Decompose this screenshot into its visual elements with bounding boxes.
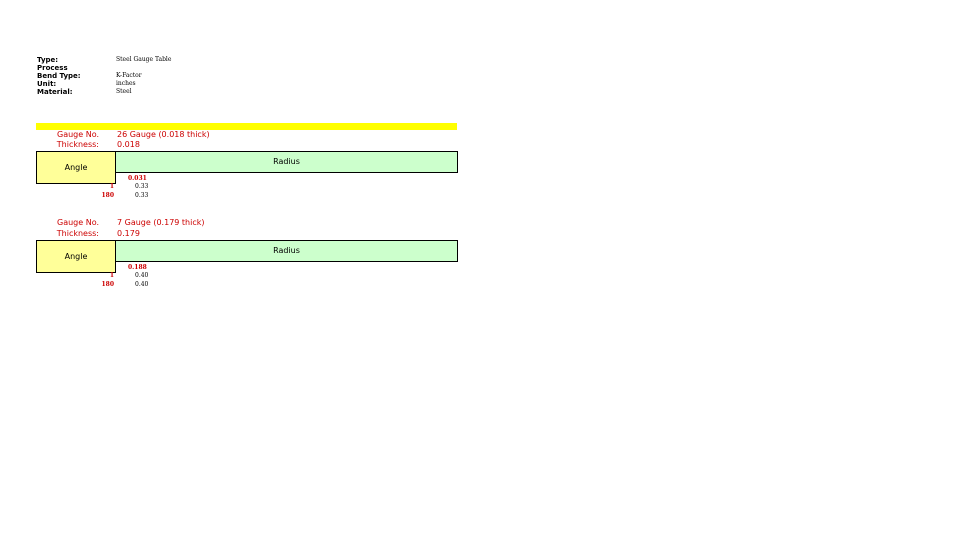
radius-header: Radius	[115, 151, 458, 173]
radius-value: 0.188	[128, 264, 147, 271]
radius-value: 0.031	[128, 175, 147, 182]
cell-value: 0.33	[135, 183, 149, 190]
gauge-label: Gauge No.	[57, 218, 99, 227]
cell-value: 0.40	[135, 281, 149, 288]
thickness-value: 0.018	[117, 140, 140, 149]
radius-header: Radius	[115, 240, 458, 262]
angle-header: Angle	[36, 240, 116, 273]
type-label: Type:	[37, 56, 59, 64]
angle-header: Angle	[36, 151, 116, 184]
header-bar	[36, 123, 457, 130]
cell-value: 0.40	[135, 272, 149, 279]
thickness-label: Thickness:	[56, 140, 99, 149]
unit-value: inches	[116, 80, 136, 87]
thickness-value: 0.179	[117, 229, 140, 238]
material-value: Steel	[116, 88, 132, 95]
unit-label: Unit:	[37, 80, 57, 88]
gauge-label: Gauge No.	[57, 130, 99, 139]
thickness-label: Thickness:	[56, 229, 99, 238]
bend-type-label: Bend Type:	[37, 72, 81, 80]
process-label: Process	[37, 64, 68, 72]
angle-value: 180	[101, 281, 114, 288]
gauge-value: 7 Gauge (0.179 thick)	[117, 218, 205, 227]
angle-value: 1	[109, 183, 114, 190]
gauge-value: 26 Gauge (0.018 thick)	[117, 130, 210, 139]
material-label: Material:	[37, 88, 73, 96]
angle-value: 1	[109, 272, 114, 279]
cell-value: 0.33	[135, 192, 149, 199]
type-value: Steel Gauge Table	[116, 56, 172, 63]
angle-value: 180	[101, 192, 114, 199]
bend-type-value: K-Factor	[116, 72, 142, 79]
